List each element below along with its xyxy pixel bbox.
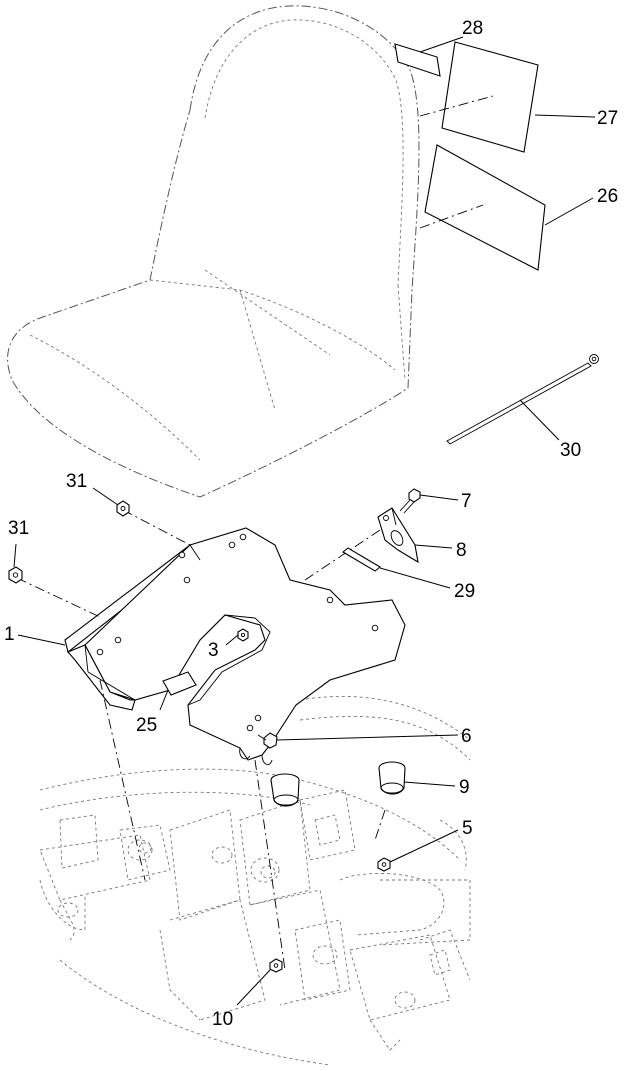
callout-6: 6	[461, 726, 472, 747]
chassis-frame	[39, 695, 471, 1066]
callout-26: 26	[597, 186, 618, 207]
callout-5: 5	[462, 818, 473, 839]
callout-31-top: 31	[66, 471, 87, 492]
cable-tie-30	[446, 354, 599, 445]
callout-8: 8	[456, 540, 467, 561]
callout-29: 29	[454, 581, 475, 602]
callout-31-left: 31	[8, 518, 29, 539]
bracket-8	[377, 507, 419, 564]
nut-10	[269, 958, 283, 973]
clip-29	[342, 547, 381, 572]
callout-25: 25	[136, 715, 157, 736]
seat-outline	[7, 5, 420, 498]
nut-31-top	[116, 500, 130, 517]
nut-5	[377, 857, 391, 872]
callout-1: 1	[4, 624, 15, 645]
decal-28	[394, 43, 441, 77]
callout-7: 7	[461, 491, 472, 512]
bolt-7	[399, 488, 421, 514]
nut-3	[237, 628, 249, 642]
callout-10: 10	[212, 1009, 233, 1030]
callout-28: 28	[462, 18, 483, 39]
callout-3: 3	[208, 640, 219, 661]
callout-9: 9	[459, 777, 470, 798]
bumper-9-left	[270, 773, 300, 807]
nut-31-left	[8, 566, 23, 584]
assembly-lines	[16, 509, 386, 971]
decal-27	[419, 41, 539, 153]
bolt-6	[257, 732, 278, 749]
leader-lines	[13, 36, 596, 1006]
seat-mounting-plate-1	[64, 527, 406, 766]
decal-26	[419, 144, 546, 271]
bumper-9-right	[378, 761, 406, 795]
callout-30: 30	[560, 440, 581, 461]
callout-27: 27	[597, 108, 618, 129]
